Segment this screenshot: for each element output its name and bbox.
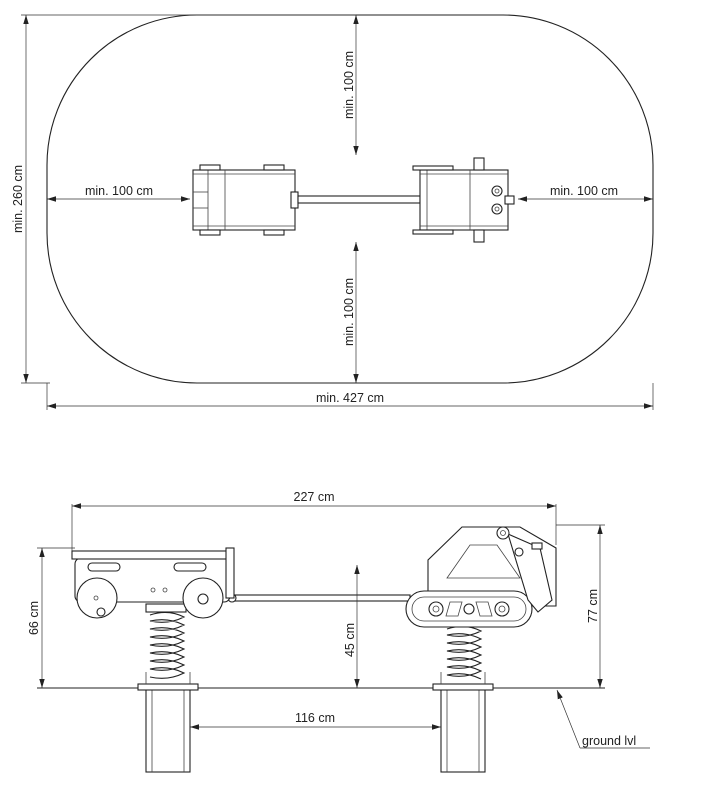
total-depth-label: min. 260 cm xyxy=(11,165,25,233)
dimension-left-clearance: min. 100 cm xyxy=(47,184,190,202)
side-view: 227 cm 66 cm 77 cm 45 cm 116 cm gr xyxy=(27,490,650,773)
dimension-top-clearance: min. 100 cm xyxy=(342,15,359,155)
seat-height-label: 45 cm xyxy=(343,623,357,657)
left-clearance-label: min. 100 cm xyxy=(85,184,153,198)
left-post xyxy=(137,672,199,773)
dimension-bottom-clearance: min. 100 cm xyxy=(342,242,359,383)
dimension-total-depth: min. 260 cm xyxy=(11,14,356,384)
bottom-clearance-label: min. 100 cm xyxy=(342,278,356,346)
wagon-side-view xyxy=(71,547,235,619)
tractor-side-view xyxy=(405,526,557,628)
total-width-label: min. 427 cm xyxy=(316,391,384,405)
post-spacing-label: 116 cm xyxy=(295,711,335,725)
right-clearance-label: min. 100 cm xyxy=(550,184,618,198)
ground-level-label: ground lvl xyxy=(582,734,636,748)
top-clearance-label: min. 100 cm xyxy=(342,51,356,119)
right-post xyxy=(432,672,494,773)
connecting-beam-side xyxy=(227,593,411,603)
dimension-post-spacing: 116 cm xyxy=(190,711,441,730)
dimension-right-height: 77 cm xyxy=(556,524,605,688)
dimension-right-clearance: min. 100 cm xyxy=(518,184,653,202)
plan-view: min. 100 cm min. 100 cm min. 100 cm min.… xyxy=(11,14,654,410)
right-height-label: 77 cm xyxy=(586,589,600,623)
dimension-left-height: 66 cm xyxy=(27,547,75,688)
dimension-seat-height: 45 cm xyxy=(343,565,360,688)
left-height-label: 66 cm xyxy=(27,601,41,635)
overall-length-label: 227 cm xyxy=(294,490,335,504)
wagon-top-view xyxy=(192,164,299,236)
ground-level-callout: ground lvl xyxy=(556,689,650,749)
connecting-beam-top xyxy=(297,195,421,204)
dimension-total-width: min. 427 cm xyxy=(46,383,654,410)
left-spring xyxy=(145,603,187,679)
dimension-overall-length: 227 cm xyxy=(71,490,557,551)
tractor-top-view xyxy=(412,157,515,243)
